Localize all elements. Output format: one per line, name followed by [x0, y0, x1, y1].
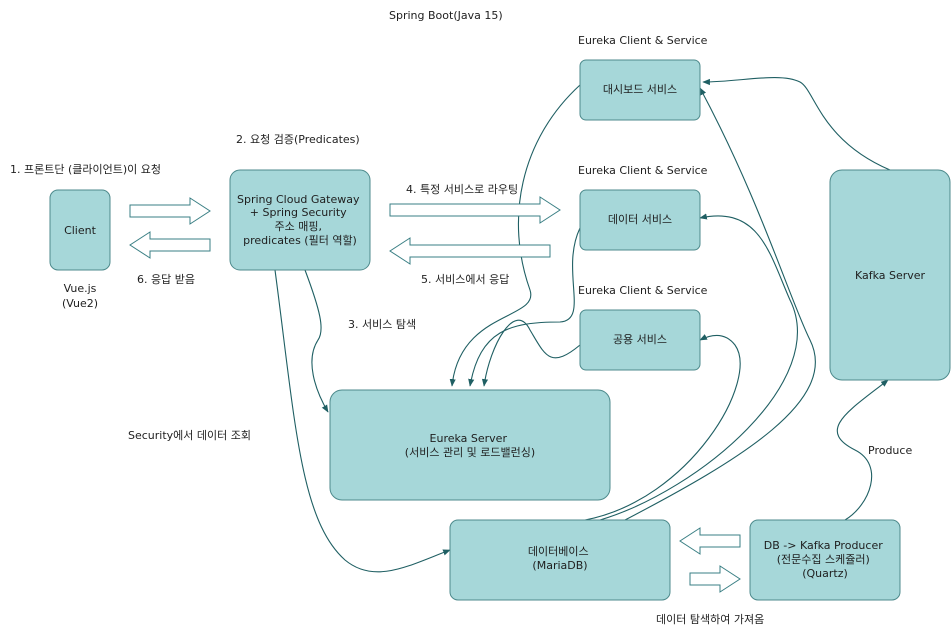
arrow-service-to-gateway	[389, 237, 551, 265]
edge-database-to-dashboard	[624, 87, 816, 521]
edge-kafka-to-dashboard	[702, 77, 891, 171]
common-service-label: 공용 서비스	[613, 333, 667, 346]
producer-label: DB -> Kafka Producer (전문수집 스케쥴러) (Quartz…	[764, 539, 887, 580]
edge-gateway-to-eureka	[304, 269, 329, 413]
dashboard-service-node[interactable]: 대시보드 서비스	[579, 59, 701, 121]
step-6-label: 6. 응답 받음	[137, 273, 195, 286]
gateway-label: Spring Cloud Gateway + Spring Security 주…	[237, 193, 363, 247]
edge-database-to-data-service	[599, 213, 798, 521]
dashboard-service-label: 대시보드 서비스	[603, 83, 677, 96]
vue-label: Vue.js	[64, 282, 97, 295]
client-label: Client	[64, 224, 97, 237]
client-node[interactable]: Client	[49, 189, 111, 271]
eureka-client-label-3: Eureka Client & Service	[578, 284, 708, 297]
edge-common-service-to-eureka	[481, 319, 581, 387]
step-1-label: 1. 프론트단 (클라이언트)이 요청	[10, 163, 161, 176]
arrow-producer-to-database	[679, 527, 741, 555]
labels: Spring Boot(Java 15) Eureka Client & Ser…	[10, 9, 912, 626]
kafka-server-label: Kafka Server	[855, 269, 926, 282]
common-service-node[interactable]: 공용 서비스	[579, 309, 701, 371]
producer-node[interactable]: DB -> Kafka Producer (전문수집 스케쥴러) (Quartz…	[749, 519, 901, 601]
eureka-client-label-2: Eureka Client & Service	[578, 164, 708, 177]
edge-database-to-common-service	[584, 334, 741, 521]
step-3-label: 3. 서비스 탐색	[348, 318, 416, 331]
vue-version-label: (Vue2)	[62, 297, 98, 310]
produce-label: Produce	[868, 444, 912, 457]
edge-dashboard-to-eureka	[449, 84, 581, 387]
data-service-label: 데이터 서비스	[608, 213, 672, 226]
edge-gateway-to-database	[274, 269, 451, 573]
step-2-label: 2. 요청 검증(Predicates)	[236, 133, 360, 146]
eureka-client-label-1: Eureka Client & Service	[578, 34, 708, 47]
arrow-database-to-producer	[689, 565, 741, 593]
fetch-data-label: 데이터 탐색하여 가져옴	[656, 612, 764, 626]
edge-producer-to-kafka	[836, 379, 889, 521]
kafka-server-node[interactable]: Kafka Server	[829, 169, 951, 381]
step-4-label: 4. 특정 서비스로 라우팅	[406, 183, 518, 196]
eureka-server-node[interactable]: Eureka Server (서비스 관리 및 로드밸런싱)	[329, 389, 611, 501]
step-5-label: 5. 서비스에서 응답	[421, 273, 509, 286]
database-node[interactable]: 데이터베이스 (MariaDB)	[449, 519, 671, 601]
gateway-node[interactable]: Spring Cloud Gateway + Spring Security 주…	[229, 169, 371, 271]
edges	[274, 77, 891, 573]
eureka-server-label: Eureka Server (서비스 관리 및 로드밸런싱)	[405, 432, 535, 459]
data-service-node[interactable]: 데이터 서비스	[579, 189, 701, 251]
flow-arrows	[129, 196, 741, 593]
security-query-label: Security에서 데이터 조회	[128, 429, 251, 442]
edge-data-service-to-eureka	[468, 227, 581, 387]
database-label: 데이터베이스 (MariaDB)	[528, 545, 592, 572]
arrow-gateway-to-service	[389, 196, 561, 224]
arrow-gateway-to-client	[129, 231, 211, 259]
arrow-client-to-gateway	[129, 197, 211, 225]
diagram-title: Spring Boot(Java 15)	[389, 9, 503, 22]
